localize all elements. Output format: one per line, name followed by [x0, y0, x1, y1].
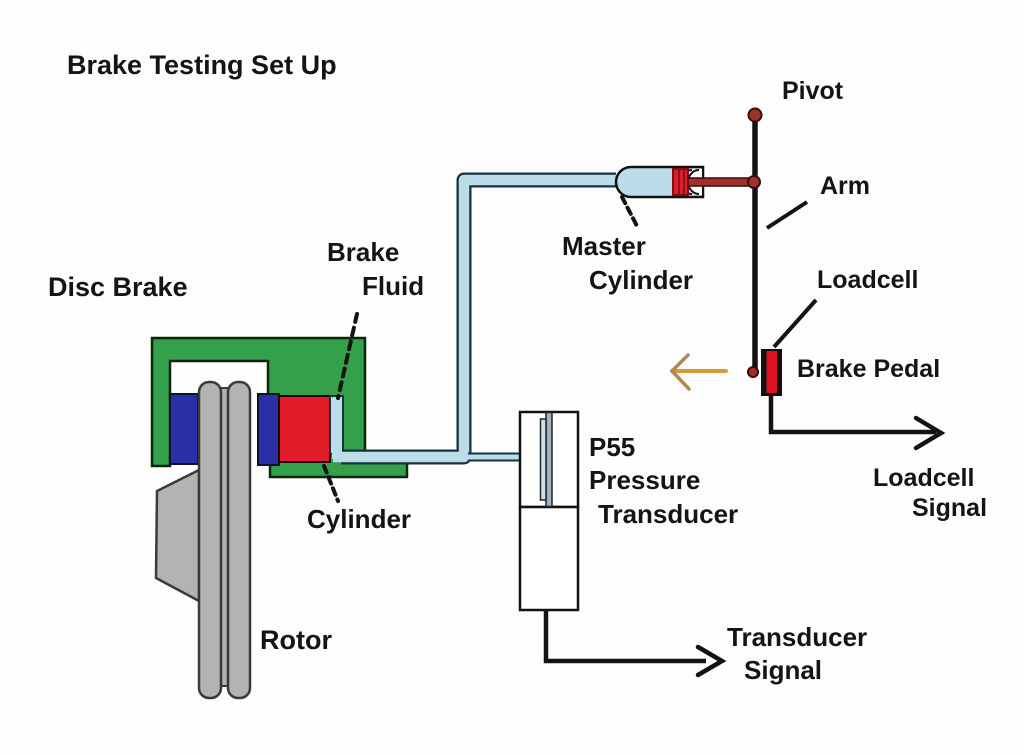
rod-joint	[747, 175, 761, 189]
loadcell-signal-label-line2: Signal	[912, 494, 988, 522]
brake-fluid-label-line1: Brake	[327, 237, 400, 267]
force-arrow-barb-top	[670, 353, 690, 373]
master-cylinder-pointer-line	[620, 195, 639, 228]
transducer-label-line2: Pressure	[589, 465, 701, 495]
page-title: Brake Testing Set Up	[67, 50, 337, 80]
transducer-sensing-bar	[539, 418, 547, 501]
transducer-signal-line	[543, 610, 706, 664]
transducer-label-line1: P55	[589, 432, 636, 462]
pivot-label: Pivot	[782, 77, 844, 105]
brake-pedal-label: Brake Pedal	[797, 355, 941, 383]
brake-pad-left	[169, 393, 199, 465]
loadcell-label: Loadcell	[817, 266, 919, 294]
master-cylinder-label-line1: Master	[562, 231, 646, 261]
loadcell-signal-line	[768, 396, 936, 435]
rotor-hub	[154, 467, 201, 604]
loadcell-signal-arrowhead	[913, 415, 946, 451]
transducer-signal-label-line1: Transducer	[727, 622, 868, 652]
transducer-label-line3: Transducer	[598, 499, 739, 529]
arm-label: Arm	[820, 172, 871, 200]
pedal-joint	[747, 366, 759, 378]
brake-fluid-pointer-line	[336, 312, 359, 400]
disc-brake-label: Disc Brake	[48, 272, 188, 302]
push-rod	[687, 177, 753, 187]
rotor-plate-left	[197, 380, 223, 700]
cylinder-pointer-line	[322, 464, 340, 503]
cylinder-label: Cylinder	[307, 504, 412, 534]
brake-pedal-pad	[766, 351, 777, 393]
transducer-diaphragm	[545, 411, 553, 508]
brake-fluid-chamber	[329, 395, 344, 455]
transducer-signal-label-line2: Signal	[744, 655, 823, 685]
pressure-transducer-bottom	[518, 505, 580, 612]
arm-pointer-line	[765, 200, 809, 230]
pipe-junction	[332, 449, 342, 459]
loadcell-pointer-line	[772, 298, 818, 349]
brake-pad-right	[257, 393, 280, 466]
rotor-plate-right	[226, 380, 252, 700]
master-cylinder-piston	[672, 168, 689, 196]
caliper-piston	[278, 395, 331, 463]
transducer-signal-arrowhead	[695, 644, 727, 678]
brake-pipe	[333, 174, 616, 463]
pivot-joint	[747, 107, 763, 123]
brake-fluid-label-line2: Fluid	[362, 271, 425, 301]
master-cylinder-label-line2: Cylinder	[589, 265, 694, 295]
rotor-label: Rotor	[260, 625, 332, 655]
loadcell-signal-label-line1: Loadcell	[873, 464, 975, 492]
force-arrow-barb-bottom	[670, 369, 691, 391]
